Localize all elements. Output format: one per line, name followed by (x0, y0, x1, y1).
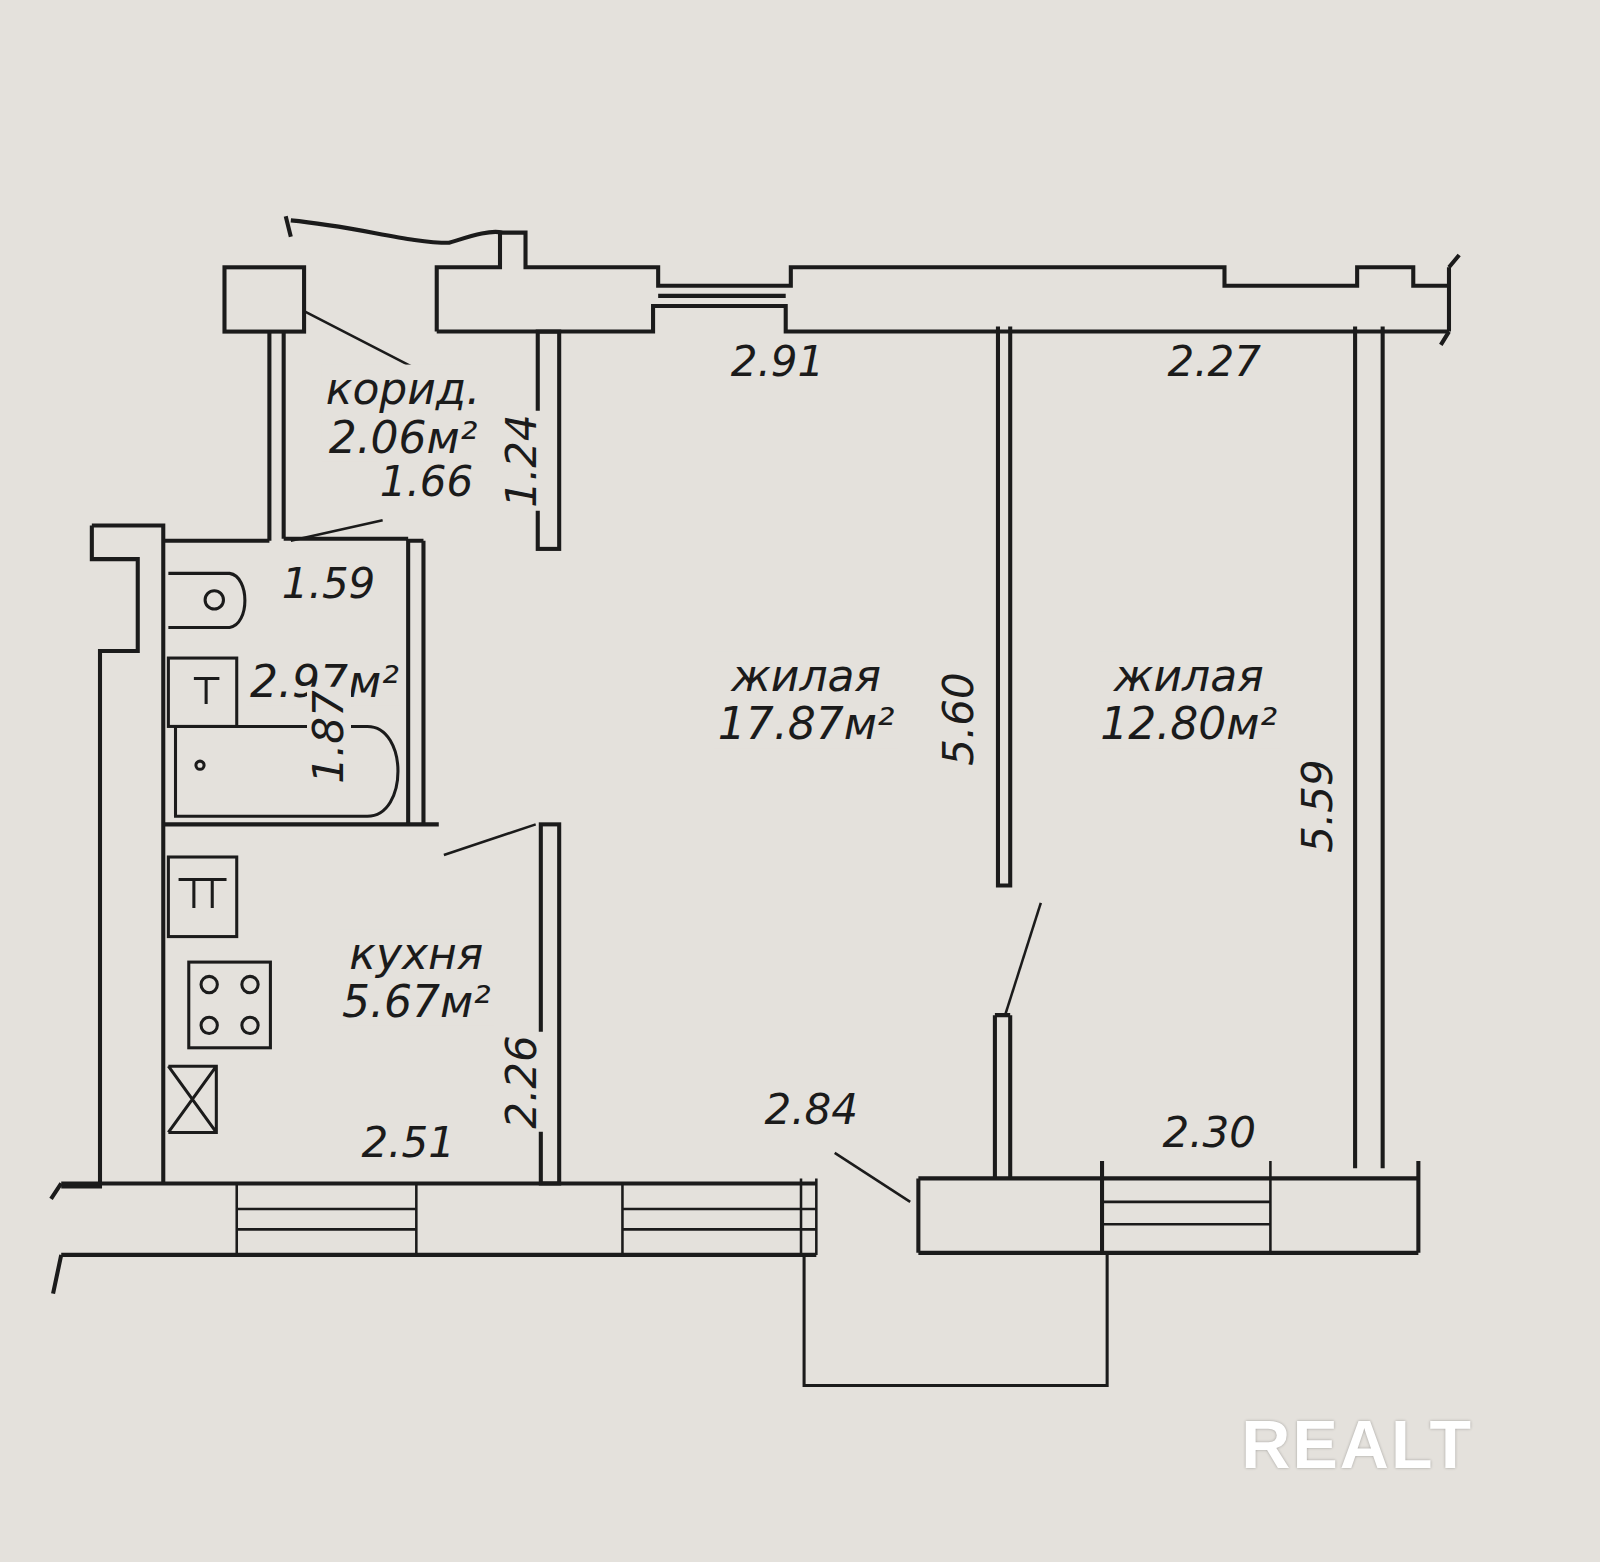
left-wall (61, 525, 163, 1186)
dimension: 5.60 (937, 670, 981, 770)
burner (201, 1017, 217, 1033)
room-label: корид. 2.06м² (322, 365, 484, 462)
sink (168, 658, 236, 726)
dimension: 1.87 (307, 687, 351, 787)
room-area: жилая 12.80м² (1096, 652, 1281, 749)
dimension: 2.91 (728, 340, 828, 384)
tap (194, 678, 220, 704)
bottom-wall (61, 1161, 1418, 1255)
balcony (804, 1253, 1107, 1386)
room-label: жилая 12.80м² (1096, 652, 1281, 749)
corridor-wall (269, 332, 283, 541)
leader-line (835, 1153, 911, 1202)
bathtub (176, 726, 398, 816)
dimension: 2.27 (1165, 340, 1265, 384)
burner (242, 1017, 258, 1033)
window (237, 1183, 417, 1254)
dimension: 5.59 (1296, 756, 1340, 856)
toilet-hole (205, 591, 223, 609)
window (658, 294, 786, 298)
dimension: 2.26 (500, 1032, 544, 1132)
dimension: 1.24 (500, 411, 544, 511)
door (1005, 903, 1041, 1015)
bath-wall (163, 539, 439, 825)
door (444, 824, 536, 855)
dimension: 2.51 (358, 1121, 458, 1165)
window (622, 1178, 816, 1255)
right-wall (1355, 326, 1383, 1168)
dimension: 1.66 (377, 460, 477, 504)
dimension: 2.84 (761, 1088, 861, 1132)
top-wall (437, 233, 1449, 332)
stove (189, 962, 271, 1048)
toilet (168, 573, 245, 627)
room-area: кухня 5.67м² (338, 929, 495, 1026)
tap (179, 879, 227, 908)
vent (168, 1066, 216, 1132)
window (1102, 1161, 1270, 1253)
top-sketch (286, 216, 502, 243)
dimension: 2.30 (1159, 1111, 1259, 1155)
burner (201, 976, 217, 992)
room-label: кухня 5.67м² (338, 929, 495, 1026)
partition (995, 326, 1010, 1178)
room-label: жилая 17.87м² (714, 652, 899, 749)
break (1441, 255, 1459, 345)
kitchen-sink (168, 857, 236, 937)
room-area: жилая 17.87м² (714, 652, 899, 749)
shaft (224, 267, 304, 331)
break (51, 1183, 61, 1293)
room-area: корид. 2.06м² (322, 365, 484, 462)
drain (196, 761, 204, 769)
burner (242, 976, 258, 992)
watermark: REALT (1238, 1409, 1476, 1479)
top-wall-inner (437, 306, 1449, 332)
dimension: 1.59 (279, 562, 379, 606)
